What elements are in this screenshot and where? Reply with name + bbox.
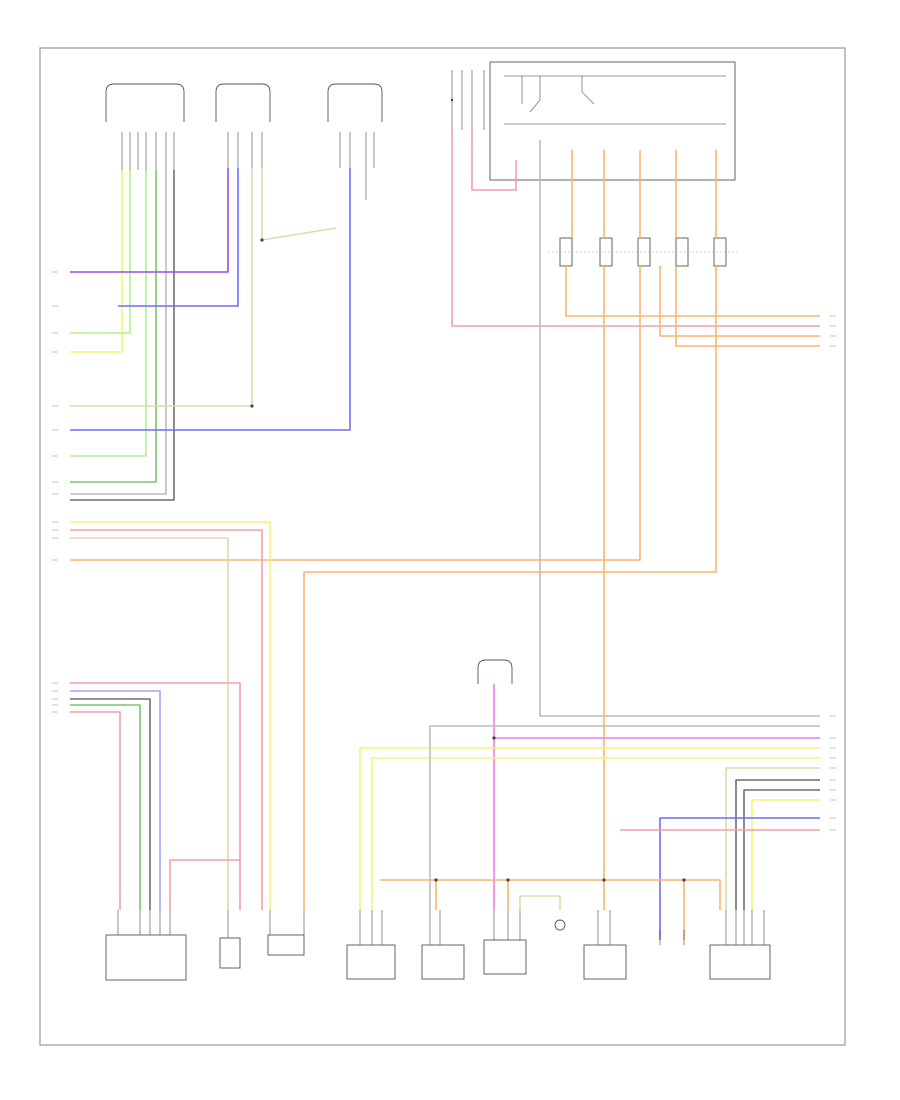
wire-left-tan — [70, 537, 229, 910]
wire-c3-blue — [70, 168, 351, 431]
wire-ll-gray — [70, 698, 151, 910]
wire-c2-blue — [118, 168, 239, 307]
component-control-unit-1 — [421, 910, 465, 980]
wire-fuse-out-6 — [659, 266, 820, 337]
component-relay-small — [219, 910, 241, 969]
wire-c4-red — [451, 130, 820, 327]
wire-lr-yellow-2 — [371, 757, 820, 910]
wire-c1-green — [70, 170, 157, 483]
wire-c4-red-2 — [471, 130, 517, 191]
wire-ll-red-2 — [70, 711, 121, 910]
wire-c1-lightgreen — [70, 170, 131, 334]
component-switch — [267, 910, 305, 956]
wire-lr-blue — [659, 817, 820, 940]
wire-fuse-out-3 — [70, 266, 641, 561]
right-edge-terminals — [830, 315, 836, 831]
wire-fuse-out-1 — [565, 266, 820, 317]
module-top-right — [489, 61, 736, 181]
component-connector-pair — [659, 930, 685, 945]
connector-top-2 — [215, 83, 271, 168]
wire-c2-tan-2 — [261, 168, 337, 241]
wire-left-red — [70, 529, 263, 910]
wire-lr-tan — [725, 767, 820, 910]
component-module-right — [709, 910, 771, 980]
wire-c1-gray — [70, 170, 167, 495]
wire-lr-yellow — [359, 747, 820, 910]
wire-fuse-out-4 — [675, 266, 820, 347]
connector-mid-pink — [477, 659, 513, 684]
connector-top-3 — [327, 83, 383, 168]
wire-ll-red — [70, 682, 241, 910]
component-ground-point — [554, 919, 566, 931]
fuse-block — [548, 237, 738, 267]
wire-lr-yellow-3 — [751, 799, 820, 910]
component-fuel-pump-module — [105, 910, 187, 981]
wire-c2-purple — [70, 168, 229, 273]
wire-ll-green — [70, 704, 141, 910]
wire-fuse-out-5 — [303, 266, 717, 910]
wire-lr-darkgray-2 — [743, 789, 820, 910]
wire-ll-red-3 — [169, 859, 240, 910]
wire-c1-yellow — [70, 170, 123, 353]
wire-c2-tan — [70, 168, 253, 407]
wire-c1-lightgreen-2 — [70, 170, 147, 457]
wire-lr-tan-2 — [519, 895, 561, 910]
wire-c4-gray — [539, 140, 820, 717]
wire-lr-darkgray — [735, 779, 820, 910]
wires — [70, 130, 820, 940]
component-sensor-module — [346, 910, 396, 980]
connector-top-4 — [450, 70, 485, 130]
component-control-unit-2 — [483, 910, 527, 975]
component-control-unit-3 — [583, 910, 627, 980]
left-edge-terminals — [52, 271, 58, 713]
diagram-frame — [39, 47, 846, 1046]
wire-c1-darkgray — [70, 170, 175, 501]
wire-ll-light-blue — [70, 690, 161, 910]
connector-top-1 — [105, 83, 185, 170]
wire-lr-orange-bus — [380, 879, 721, 910]
splice-points — [250, 238, 686, 882]
wire-left-yellow — [70, 521, 271, 910]
wire-lr-gray — [429, 725, 820, 910]
